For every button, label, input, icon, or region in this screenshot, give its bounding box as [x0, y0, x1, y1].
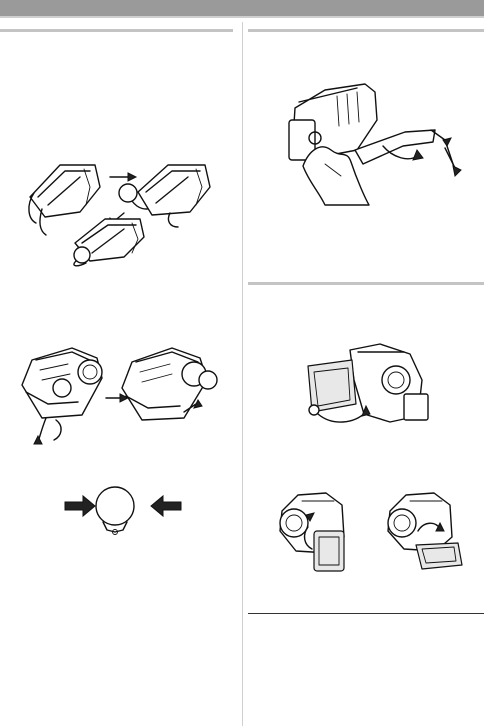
left-section-rule	[0, 29, 233, 32]
page-header-bar	[0, 0, 484, 16]
grip-belt-adjust-illustration	[285, 80, 465, 205]
page-header-underline	[0, 16, 484, 18]
lens-cap-attach-illustration	[20, 157, 220, 267]
right-section-rule-middle	[248, 282, 484, 285]
column-divider	[242, 22, 243, 726]
lcd-monitor-open-illustration	[300, 340, 435, 435]
lcd-monitor-rotate-illustration	[272, 487, 472, 577]
lens-cap-strap-illustration	[12, 340, 227, 445]
lens-cap-squeeze-illustration	[63, 484, 183, 539]
right-section-rule-bottom	[248, 613, 484, 614]
right-section-rule-top	[248, 29, 484, 32]
